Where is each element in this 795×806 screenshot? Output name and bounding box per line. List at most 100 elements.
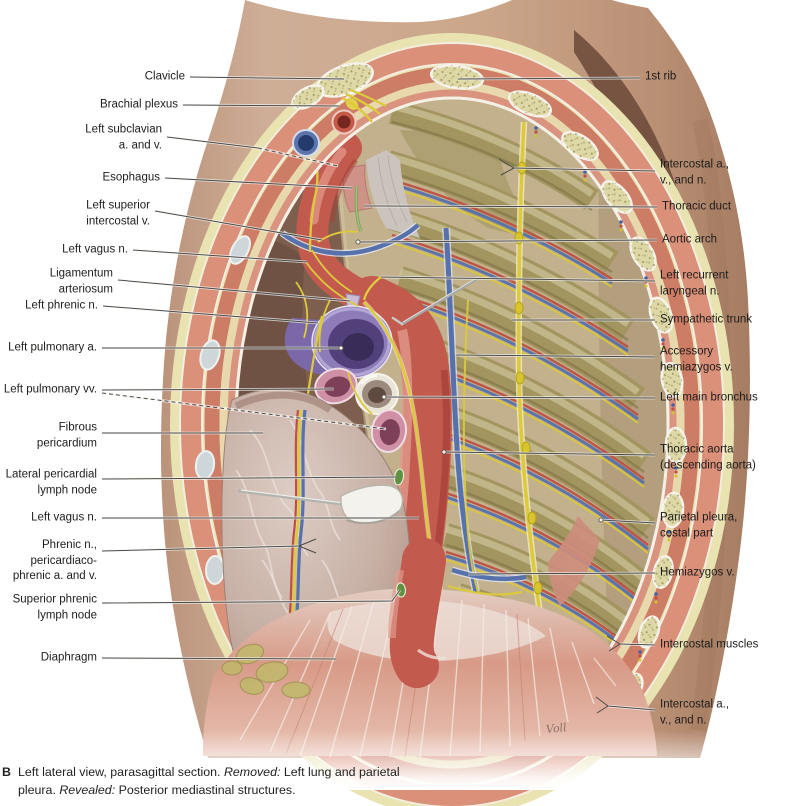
caption-part: Left lung and parietal pleura.	[18, 765, 400, 797]
leader-line	[600, 519, 656, 524]
label-line-text: Hemiazygos v.	[660, 566, 735, 579]
label-line-text: Sympathetic trunk	[660, 313, 753, 326]
label-line-text: Left subclavian	[85, 123, 162, 136]
leader-fork	[500, 167, 515, 176]
leader-dot	[441, 449, 447, 455]
label-line-text: Ligamentum	[49, 267, 113, 280]
label-line-text: Phrenic n.,	[42, 538, 97, 551]
label-line-text: Intercostal muscles	[660, 638, 759, 651]
leader-line	[101, 392, 387, 430]
label-line-text: costal part	[660, 527, 714, 539]
leader-dot	[598, 517, 604, 523]
label-line-text: Intercostal a.,	[660, 698, 730, 711]
label-left-subclavian-a-v: Left subclavian a. and v.	[0, 123, 162, 154]
leader-line	[101, 589, 401, 604]
label-line-text: pericardiaco-	[30, 554, 97, 567]
label-line-text: pericardium	[36, 437, 97, 449]
label-line-text: lymph node	[37, 484, 97, 496]
leader-line	[457, 77, 641, 80]
label-brachial-plexus: Brachial plexus	[0, 97, 178, 113]
greater-splanchnic-nerve	[462, 299, 479, 593]
wall-intercostal-bundles	[534, 126, 678, 715]
label-line-text: Left superior	[86, 199, 150, 212]
leader-lines	[101, 75, 658, 714]
label-phrenic-n-pericardiacophrenic-a-v: Phrenic n., pericardiaco-phrenic a. and v…	[0, 538, 97, 585]
label-line-text: 1st rib	[645, 70, 677, 83]
label-line-text: v., and n.	[660, 174, 707, 186]
label-intercostal-a-v-n-lower: Intercostal a., v., and n.	[660, 698, 795, 729]
leader-line	[154, 210, 323, 241]
leader-fork	[595, 696, 609, 707]
leader-line	[443, 451, 656, 456]
accessory-hemiazygos-vein	[442, 227, 480, 593]
artwork-fade	[140, 730, 760, 790]
left-main-bronchus-cut	[355, 373, 399, 415]
label-line-text: a. and v.	[118, 139, 162, 151]
caption-text: Left lateral view, parasagittal section.…	[18, 763, 422, 799]
label-left-main-bronchus: Left main bronchus	[660, 390, 795, 406]
label-line-text: Superior phrenic	[12, 593, 97, 606]
label-line-text: (descending aorta)	[660, 459, 756, 471]
label-esophagus: Esophagus	[0, 170, 160, 186]
label-line-text: v., and n.	[660, 714, 707, 726]
leader-line	[102, 305, 319, 324]
leader-line	[117, 279, 351, 302]
caption-part: Left lateral view, parasagittal section.	[18, 765, 224, 779]
leader-line	[363, 205, 658, 208]
label-intercostal-a-v-n-upper: Intercostal a.,v., and n.	[660, 158, 795, 189]
label-line-text: Esophagus	[102, 171, 160, 184]
pericardial-fat	[221, 643, 311, 699]
rib-cross-sections	[291, 62, 688, 747]
label-line-text: Brachial plexus	[100, 98, 178, 111]
label-left-pulmonary-a: Left pulmonary a.	[0, 340, 97, 356]
leader-fork	[608, 643, 621, 652]
label-line-text: hemiazygos v.	[660, 361, 733, 373]
leader-line	[132, 249, 308, 263]
label-line-text: phrenic a. and v.	[12, 569, 97, 582]
label-line-text: Left vagus n.	[31, 511, 97, 524]
leader-fork	[606, 635, 621, 645]
longus-colli-muscle	[366, 150, 420, 238]
left-superior-intercostal-vein	[279, 222, 421, 257]
label-left-pulmonary-vv: Left pulmonary vv.	[0, 382, 97, 398]
label-line-text: Left vagus n.	[62, 243, 128, 256]
leader-dot	[355, 239, 361, 245]
label-line-text: Diaphragm	[40, 651, 97, 664]
label-left-vagus-n-upper: Left vagus n.	[0, 242, 128, 258]
leader-line	[380, 276, 656, 282]
label-lateral-pericardial-lymph-node: Lateral pericardial lymph node	[0, 468, 97, 499]
aortic-hiatus-segment	[389, 538, 446, 688]
leader-line	[383, 396, 656, 399]
label-first-rib: 1st rib	[645, 69, 795, 85]
leader-fork	[596, 705, 609, 714]
subclavian-vessels	[292, 109, 357, 157]
label-sympathetic-trunk: Sympathetic trunk	[660, 312, 795, 328]
label-line-text: Thoracic duct	[662, 200, 732, 213]
sympathetic-trunk	[514, 121, 546, 629]
figure-caption: B Left lateral view, parasagittal sectio…	[2, 763, 422, 799]
label-line-text: lymph node	[37, 609, 97, 621]
leader-line	[619, 643, 656, 646]
leader-line	[101, 545, 300, 552]
recurrent-laryngeal-nerve	[362, 276, 382, 301]
leader-line	[467, 572, 656, 575]
leader-line	[164, 177, 353, 189]
leader-line	[455, 354, 656, 358]
caption-index: B	[2, 765, 11, 779]
brachial-plexus-nerves	[341, 88, 387, 123]
label-parietal-pleura-costal-part: Parietal pleura,costal part	[660, 511, 795, 542]
leader-line	[182, 104, 340, 107]
leader-line	[189, 76, 345, 80]
label-line-text: Lateral pericardial	[5, 468, 97, 481]
caption-part: Posterior mediastinal structures.	[115, 783, 296, 797]
label-clavicle: Clavicle	[0, 69, 185, 85]
label-line-text: laryngeal n.	[660, 285, 720, 297]
label-intercostal-muscles: Intercostal muscles	[660, 637, 795, 653]
label-fibrous-pericardium: Fibrous pericardium	[0, 421, 97, 452]
label-line-text: Fibrous	[58, 421, 97, 434]
label-line-text: Left pulmonary a.	[8, 341, 97, 354]
